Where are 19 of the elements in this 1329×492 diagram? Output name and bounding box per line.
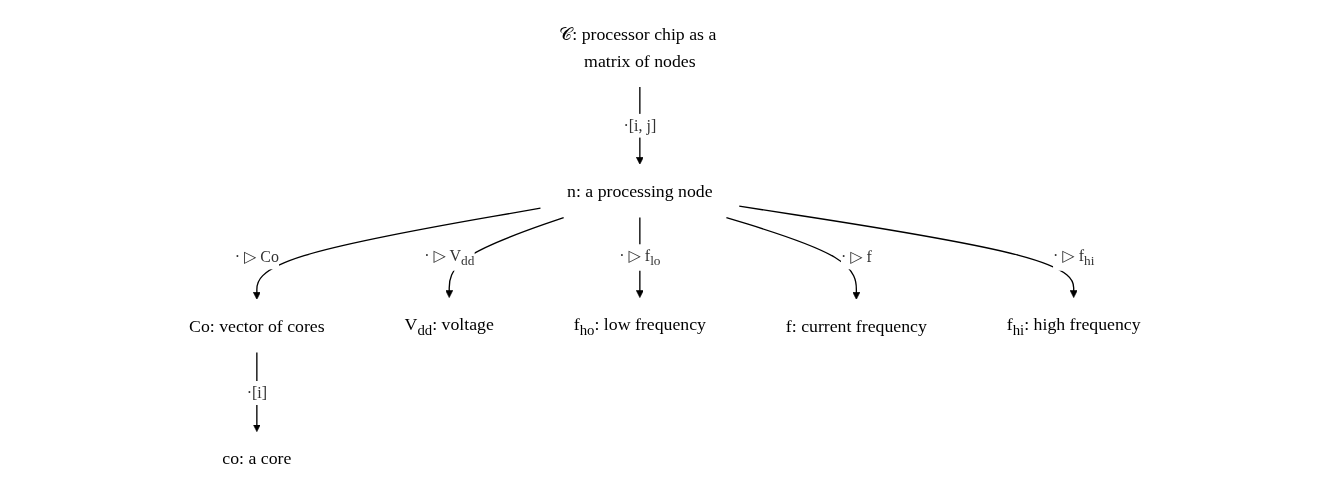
arrow — [252, 351, 261, 432]
node-text: f$_{ho}$: low frequency — [573, 314, 706, 339]
edge-label: ·[i, j] — [623, 116, 656, 135]
node-text: Co: vector of cores — [188, 316, 325, 336]
edge-label: · ▷ f — [840, 248, 872, 266]
edge-label: · ▷ f$_{lo}$ — [618, 246, 661, 268]
edge-label: · ▷ f$_{hi}$ — [1052, 246, 1095, 268]
arrow — [252, 207, 541, 300]
node-text: 𝒞: processor chip as a matrix of nodes — [558, 23, 716, 71]
edge-label: · ▷ V$_{dd}$ — [423, 246, 474, 268]
node-text: f: current frequency — [785, 316, 927, 336]
arrow — [725, 216, 860, 300]
arrow — [738, 205, 1078, 298]
node-text: co: a core — [222, 448, 292, 469]
node-text: f$_{hi}$: high frequency — [1006, 314, 1141, 339]
node-text: V$_{dd}$: voltage — [404, 314, 494, 339]
edge-label: · ▷ Co — [234, 248, 279, 266]
edge-label: ·[i] — [246, 383, 267, 402]
node-text: n: a processing node — [566, 181, 713, 201]
